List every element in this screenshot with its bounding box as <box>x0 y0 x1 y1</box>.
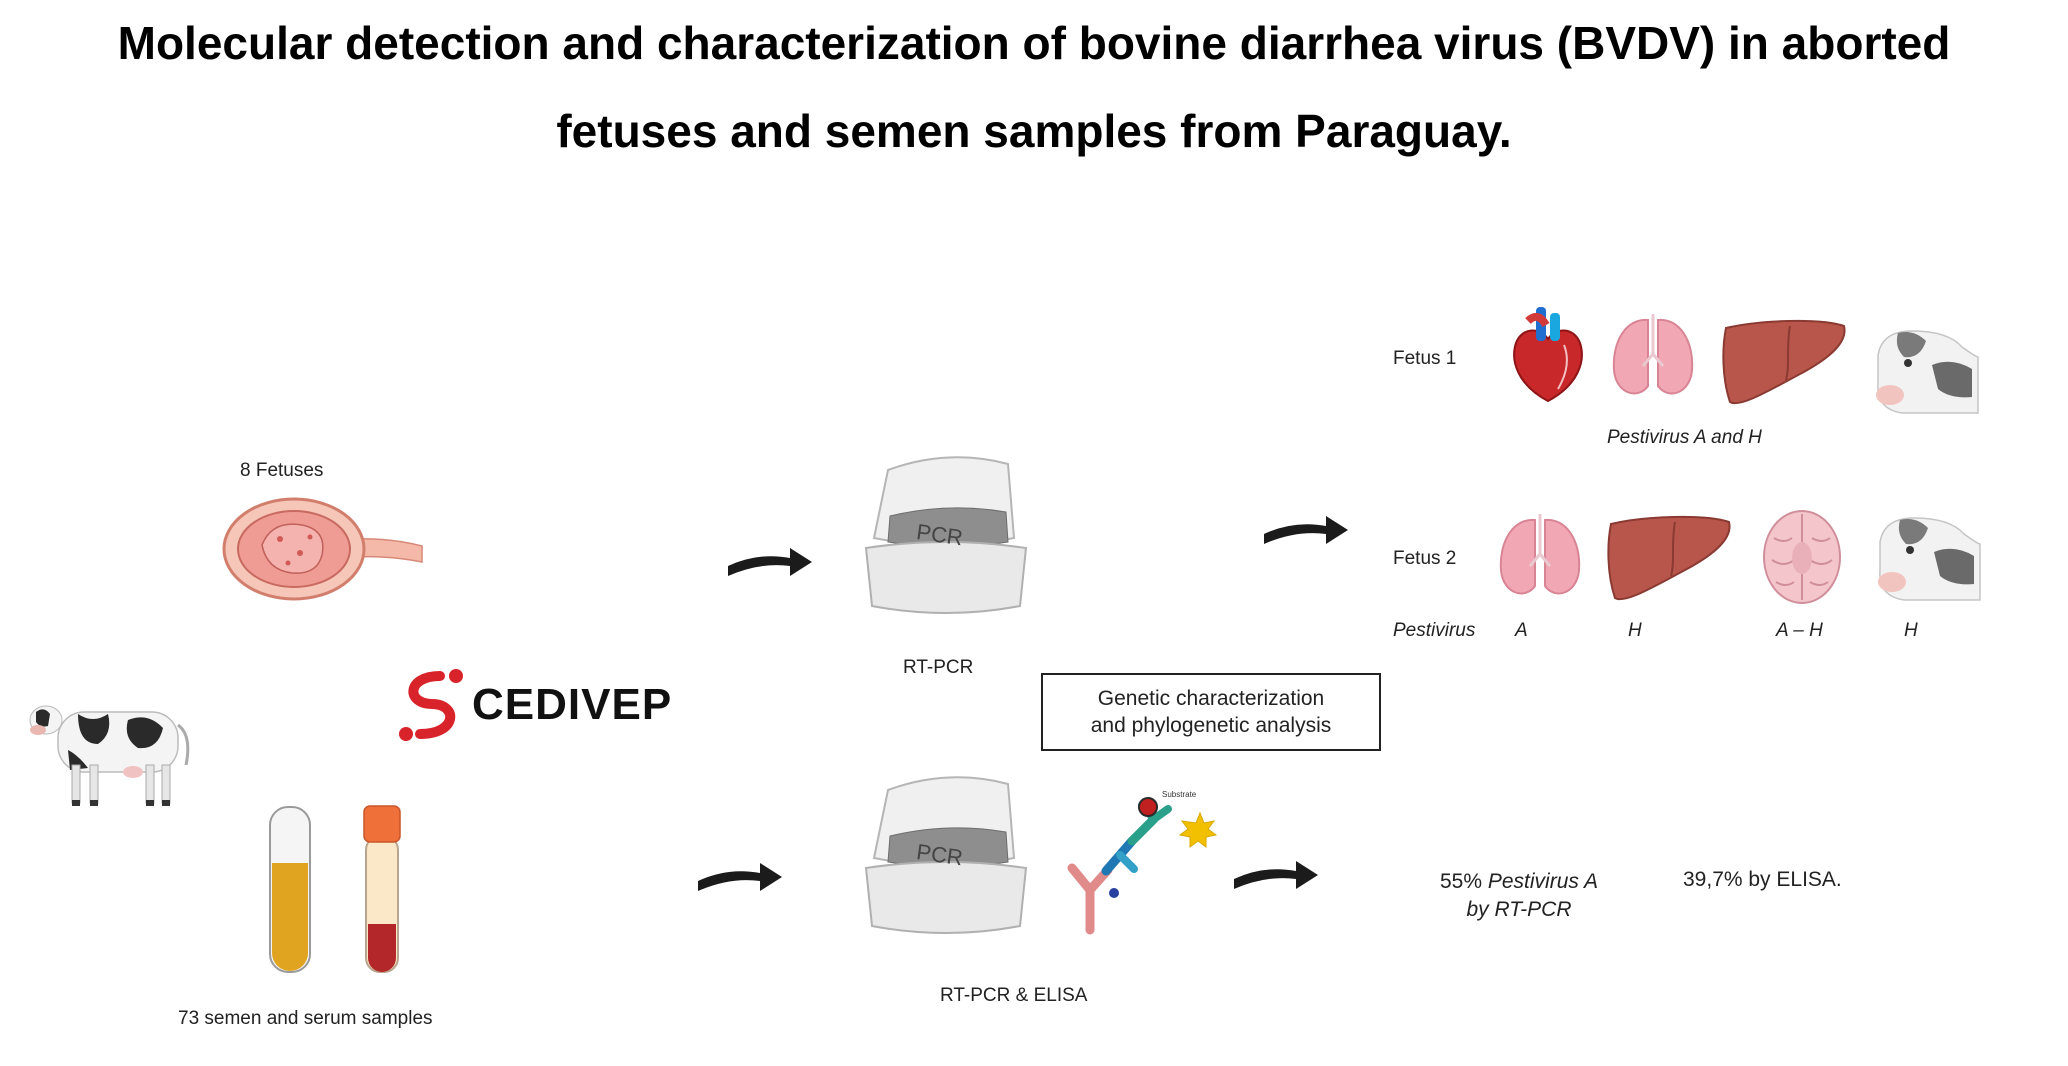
cow-icon <box>29 705 190 806</box>
calf-face-icon <box>1876 330 1979 414</box>
fetus-2-result-brain: A – H <box>1776 620 1823 641</box>
blood-tube-icon <box>363 805 401 973</box>
analysis-line-1: Genetic characterization <box>1097 687 1325 710</box>
fetus-1-label: Fetus 1 <box>1393 348 1457 369</box>
rt-pcr-label: RT-PCR <box>903 657 974 678</box>
fetus-2-pestivirus-label: Pestivirus <box>1393 620 1476 641</box>
fetus-2-result-liver: H <box>1628 620 1642 641</box>
fetus-1-result: Pestivirus A and H <box>1607 427 1762 449</box>
rt-pcr-elisa-label: RT-PCR & ELISA <box>940 985 1088 1006</box>
arrow-icon <box>698 863 782 891</box>
arrow-icon <box>728 548 812 576</box>
arrow-icon <box>1264 516 1348 544</box>
fetus-1-result-plain: and H <box>1705 427 1762 448</box>
fetus-2-label: Fetus 2 <box>1393 548 1457 569</box>
calf-face-icon <box>1878 517 1981 601</box>
liver-icon <box>1722 319 1846 405</box>
rtpcr-pct-line: 55% Pestivirus A <box>1440 868 1598 896</box>
title-line-2: fetuses and semen samples from Paraguay. <box>556 105 1512 157</box>
samples-count-label: 73 semen and serum samples <box>178 1008 433 1029</box>
liver-icon <box>1607 515 1731 601</box>
samples-result-elisa: 39,7% by ELISA. <box>1683 868 1842 891</box>
cedivep-logo-text: CEDIVEP <box>472 680 673 729</box>
rtpcr-pct: 55% <box>1440 870 1488 893</box>
rtpcr-pestivirus: Pestivirus A <box>1487 870 1598 893</box>
samples-result-rtpcr: 55% Pestivirus A by RT-PCR <box>1440 868 1598 924</box>
arrow-icon <box>1234 861 1318 889</box>
fetus-2-result-calf: H <box>1904 620 1918 641</box>
uterus-fetus-icon <box>222 497 423 601</box>
brain-icon <box>1763 510 1841 604</box>
pcr-machine-icon: PCR <box>864 456 1028 614</box>
pcr-machine-icon: PCR <box>864 776 1028 934</box>
heart-icon <box>1513 307 1583 403</box>
title-line-1: Molecular detection and characterization… <box>117 17 1951 69</box>
substrate-label: Substrate <box>1162 790 1197 799</box>
genetic-analysis-box: Genetic characterization and phylogeneti… <box>1041 673 1381 751</box>
antibody-icon: Substrate <box>1067 790 1218 935</box>
cedivep-logo-icon <box>399 669 463 741</box>
fetus-1-result-italic: Pestivirus A <box>1607 427 1706 448</box>
rtpcr-by-label: by RT-PCR <box>1466 898 1572 921</box>
test-tube-icon <box>269 806 311 973</box>
fetuses-count-label: 8 Fetuses <box>240 460 324 481</box>
fetus-2-result-lungs: A <box>1515 620 1528 641</box>
lungs-icon <box>1499 514 1581 595</box>
lungs-icon <box>1612 314 1694 395</box>
analysis-line-2: and phylogenetic analysis <box>1090 714 1332 737</box>
